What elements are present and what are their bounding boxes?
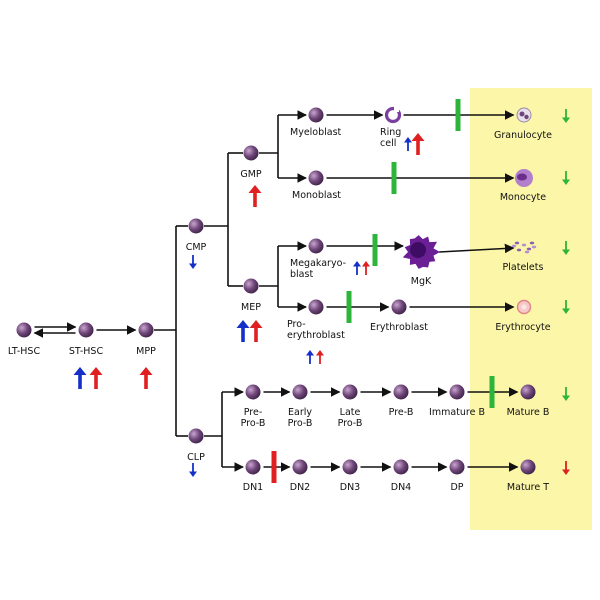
cell-mpp: MPP bbox=[136, 322, 156, 357]
cell-cmp: CMP bbox=[186, 218, 207, 253]
arrow-red-up-proerythroblast bbox=[316, 350, 324, 364]
cell-erythroblast: Erythroblast bbox=[370, 299, 428, 333]
cell-label-mature-t: Mature T bbox=[507, 482, 549, 493]
regulation-arrows bbox=[73, 109, 570, 477]
cell-label-erythrocyte: Erythrocyte bbox=[495, 322, 550, 333]
cell-label-monocyte: Monocyte bbox=[500, 192, 546, 203]
cell-label-dn4: DN4 bbox=[391, 482, 411, 493]
arrow-blue-down-clp bbox=[189, 463, 197, 477]
cell-monocyte: Monocyte bbox=[500, 169, 546, 203]
cell-dn4: DN4 bbox=[391, 459, 411, 493]
cell-myeloblast: Myeloblast bbox=[290, 107, 342, 138]
cell-label-proerythroblast-line2: erythroblast bbox=[287, 330, 345, 341]
cell-label-st-hsc: ST-HSC bbox=[69, 346, 104, 357]
cell-label-immature-b: Immature B bbox=[429, 407, 485, 418]
cell-mature-t: Mature T bbox=[507, 459, 549, 493]
cell-granulocyte: Granulocyte bbox=[494, 107, 552, 141]
cell-label-mep: MEP bbox=[241, 302, 261, 313]
cell-label-late-pro-b: Late bbox=[340, 407, 361, 418]
cell-label-dn3: DN3 bbox=[340, 482, 360, 493]
cell-gmp: GMP bbox=[240, 145, 262, 180]
arrow-green-down-granulocyte bbox=[562, 109, 570, 123]
cell-mature-b: Mature B bbox=[507, 384, 550, 418]
cell-label-dn2: DN2 bbox=[290, 482, 310, 493]
arrow-blue-up-megakaryoblast bbox=[353, 261, 361, 275]
cell-label-lt-hsc: LT-HSC bbox=[8, 346, 41, 357]
cell-label-platelets: Platelets bbox=[503, 262, 544, 273]
cell-label-ring-cell: Ring bbox=[380, 127, 401, 138]
cell-label-proerythroblast: Pro- bbox=[287, 319, 306, 330]
cell-dn1: DN1 bbox=[243, 459, 263, 493]
arrow-red-up-megakaryoblast bbox=[362, 261, 370, 275]
cell-label-dp: DP bbox=[450, 482, 463, 493]
cell-label-erythroblast: Erythroblast bbox=[370, 322, 428, 333]
arrow-blue-up-proerythroblast bbox=[306, 350, 314, 364]
cell-platelets: Platelets bbox=[503, 241, 544, 273]
cell-dn3: DN3 bbox=[340, 459, 360, 493]
cell-dn2: DN2 bbox=[290, 459, 310, 493]
arrow-red-up-mep bbox=[249, 320, 263, 342]
block-green-immature-b-mature-b bbox=[489, 376, 495, 408]
block-green-ring-cell-granulocyte bbox=[455, 99, 461, 131]
cell-label-megakaryoblast-line2: blast bbox=[290, 269, 313, 280]
block-red-dn1-dn2 bbox=[271, 451, 277, 483]
block-green-megakaryoblast-mgk bbox=[372, 234, 378, 266]
arrow-red-up-st-hsc bbox=[89, 367, 103, 389]
cell-pre-b: Pre-B bbox=[389, 384, 414, 418]
cell-label-dn1: DN1 bbox=[243, 482, 263, 493]
arrow-green-down-erythrocyte bbox=[562, 300, 570, 314]
cell-label-mpp: MPP bbox=[136, 346, 156, 357]
cell-clp: CLP bbox=[187, 428, 205, 463]
cell-st-hsc: ST-HSC bbox=[69, 322, 104, 357]
cell-label-clp: CLP bbox=[187, 452, 205, 463]
cell-label-gmp: GMP bbox=[240, 169, 262, 180]
cell-proerythroblast: Pro-erythroblast bbox=[287, 299, 345, 341]
cell-label-pre-b: Pre-B bbox=[389, 407, 414, 418]
block-green-monoblast-monocyte bbox=[391, 162, 397, 194]
cell-label-megakaryoblast: Megakaryo- bbox=[290, 258, 346, 269]
cell-label-early-pro-b-line2: Pro-B bbox=[288, 418, 313, 429]
arrow-blue-up-st-hsc bbox=[73, 367, 87, 389]
cell-immature-b: Immature B bbox=[429, 384, 485, 418]
cell-mgk: MgK bbox=[402, 235, 440, 287]
cell-label-monoblast: Monoblast bbox=[292, 190, 341, 201]
cell-label-myeloblast: Myeloblast bbox=[290, 127, 342, 138]
cell-megakaryoblast: Megakaryo-blast bbox=[290, 238, 346, 280]
cell-label-early-pro-b: Early bbox=[288, 407, 312, 418]
cell-lt-hsc: LT-HSC bbox=[8, 322, 41, 357]
cell-label-pre-pro-b-line2: Pro-B bbox=[241, 418, 266, 429]
cell-label-ring-cell-line2: cell bbox=[380, 138, 396, 149]
cell-label-cmp: CMP bbox=[186, 242, 207, 253]
cell-dp: DP bbox=[449, 459, 465, 493]
cell-nodes: LT-HSC ST-HSC MPP CMP CLP GMP MEP MyeloblastMon… bbox=[8, 106, 552, 493]
cell-label-mature-b: Mature B bbox=[507, 407, 550, 418]
arrow-blue-down-cmp bbox=[189, 255, 197, 269]
cell-pre-pro-b: Pre-Pro-B bbox=[241, 384, 266, 429]
cell-mep: MEP bbox=[241, 278, 261, 313]
arrow-red-up-mpp bbox=[139, 367, 153, 389]
cell-monoblast: Monoblast bbox=[292, 170, 341, 201]
block-green-proerythroblast-erythroblast bbox=[346, 291, 352, 323]
edge-mgk-platelets bbox=[438, 243, 515, 254]
arrow-green-down-platelets bbox=[562, 241, 570, 255]
arrow-red-up-gmp bbox=[248, 185, 262, 207]
lineage-lines bbox=[33, 110, 519, 472]
mature-cell-highlight-region bbox=[470, 88, 592, 530]
arrow-red-down-mature-t bbox=[562, 461, 570, 475]
arrow-blue-up-mep bbox=[236, 320, 250, 342]
arrow-green-down-monocyte bbox=[562, 171, 570, 185]
cell-label-pre-pro-b: Pre- bbox=[244, 407, 263, 418]
arrow-blue-up-ring-cell bbox=[404, 137, 412, 151]
differentiation-blocks bbox=[271, 99, 495, 483]
arrow-red-up-ring-cell bbox=[411, 133, 425, 155]
cell-label-granulocyte: Granulocyte bbox=[494, 130, 552, 141]
cell-label-mgk: MgK bbox=[411, 276, 432, 287]
arrow-green-down-mature-b bbox=[562, 387, 570, 401]
cell-erythrocyte: Erythrocyte bbox=[495, 299, 551, 333]
cell-label-late-pro-b-line2: Pro-B bbox=[338, 418, 363, 429]
